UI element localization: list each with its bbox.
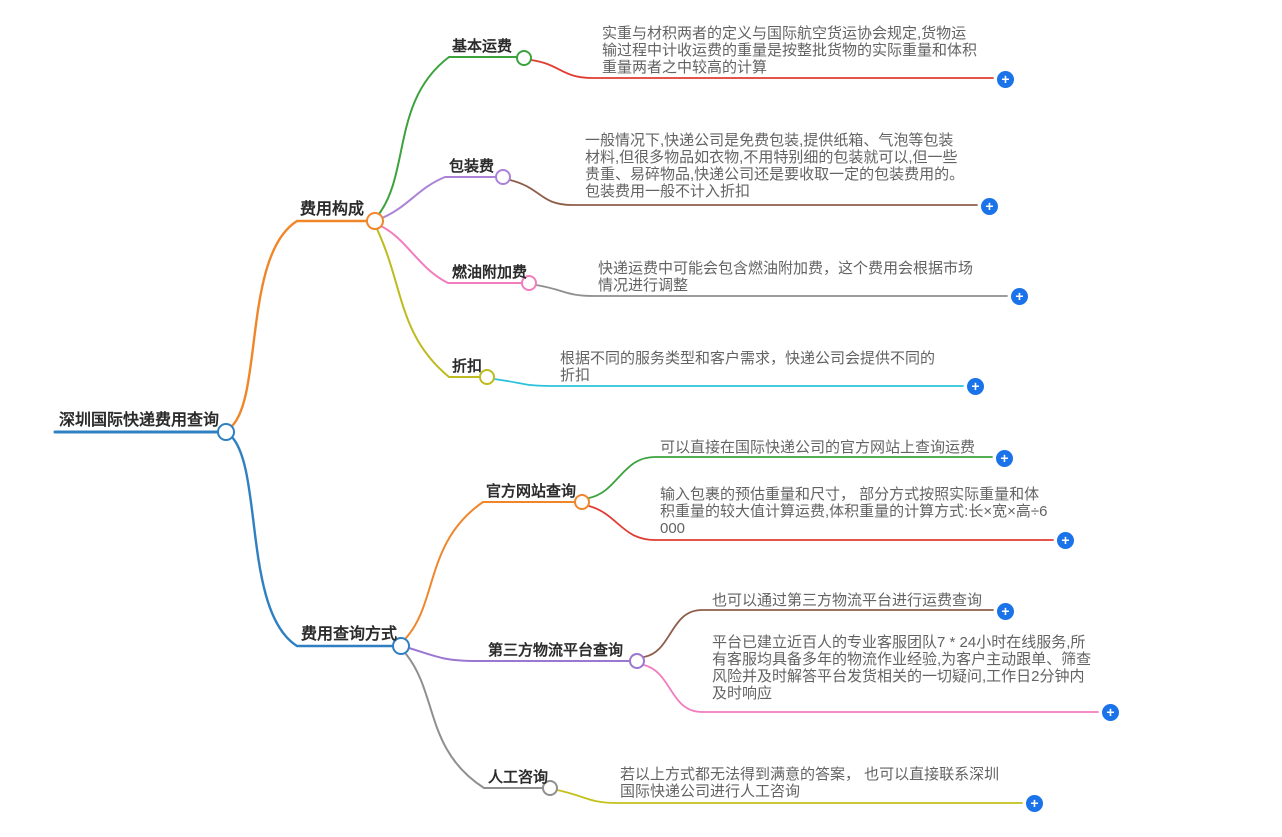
expand-button-third-party-1[interactable]: + bbox=[997, 603, 1014, 620]
connector-fuel-surcharge-note bbox=[535, 284, 1008, 297]
note-basic-freight-detail[interactable]: 实重与材积两者的定义与国际航空货运协会规定,货物运输过程中计收运费的重量是按整批… bbox=[602, 25, 978, 76]
handle-basic-freight[interactable] bbox=[516, 50, 532, 66]
topic-packaging-fee[interactable]: 包装费 bbox=[449, 158, 495, 175]
topic-fee-composition[interactable]: 费用构成 bbox=[300, 201, 365, 218]
handle-fuel-surcharge[interactable] bbox=[521, 275, 537, 291]
note-official-website-1[interactable]: 可以直接在国际快递公司的官方网站上查询运费 bbox=[660, 439, 976, 456]
expand-button-third-party-2[interactable]: + bbox=[1102, 704, 1119, 721]
handle-manual-consultation[interactable] bbox=[542, 780, 558, 796]
handle-fee-composition[interactable] bbox=[366, 212, 384, 230]
connector-discount bbox=[376, 228, 481, 378]
handle-packaging-fee[interactable] bbox=[495, 169, 511, 185]
handle-official-website-inquiry[interactable] bbox=[574, 494, 590, 510]
note-third-party-2[interactable]: 平台已建立近百人的专业客服团队7 * 24小时在线服务,所有客服均具备多年的物流… bbox=[712, 634, 1092, 702]
connector-basic-freight-note bbox=[530, 59, 994, 79]
topic-fee-inquiry-methods[interactable]: 费用查询方式 bbox=[301, 626, 398, 643]
expand-button-packaging-fee[interactable]: + bbox=[981, 198, 998, 215]
topic-root[interactable]: 深圳国际快递费用查询 bbox=[59, 412, 220, 429]
note-official-website-2[interactable]: 输入包裹的预估重量和尺寸， 部分方式按照实际重量和体积重量的较大值计算运费,体积… bbox=[660, 486, 1048, 537]
connector-official-website-inquiry bbox=[405, 501, 576, 639]
topic-third-party-platform-inquiry[interactable]: 第三方物流平台查询 bbox=[488, 642, 624, 659]
topic-discount[interactable]: 折扣 bbox=[452, 358, 483, 375]
topic-official-website-inquiry[interactable]: 官方网站查询 bbox=[486, 483, 577, 500]
connector-packaging-fee bbox=[381, 176, 497, 219]
handle-fee-inquiry-methods[interactable] bbox=[392, 637, 410, 655]
connector-official-website-note-2 bbox=[588, 505, 1054, 541]
connector-manual-consultation bbox=[405, 653, 544, 789]
note-packaging-fee-detail[interactable]: 一般情况下,快递公司是免费包装,提供纸箱、气泡等包装材料,但很多物品如衣物,不用… bbox=[585, 132, 965, 200]
note-third-party-1[interactable]: 也可以通过第三方物流平台进行运费查询 bbox=[712, 592, 983, 609]
connector-fee-inquiry-methods bbox=[229, 434, 395, 648]
handle-root[interactable] bbox=[217, 423, 235, 441]
connector-manual-consultation-note bbox=[556, 789, 1023, 804]
expand-button-discount[interactable]: + bbox=[967, 378, 984, 395]
connector-fuel-surcharge bbox=[380, 225, 523, 284]
connector-third-party-note-1 bbox=[643, 609, 994, 658]
connector-discount-note bbox=[493, 378, 964, 387]
expand-button-official-website-2[interactable]: + bbox=[1057, 532, 1074, 549]
note-manual-consultation-detail[interactable]: 若以上方式都无法得到满意的答案， 也可以直接联系深圳国际快递公司进行人工咨询 bbox=[620, 766, 1000, 800]
connector-third-party-platform-inquiry bbox=[408, 647, 631, 662]
note-fuel-surcharge-detail[interactable]: 快递运费中可能会包含燃油附加费，这个费用会根据市场情况进行调整 bbox=[598, 260, 974, 294]
expand-button-basic-freight[interactable]: + bbox=[997, 71, 1014, 88]
handle-third-party-platform-inquiry[interactable] bbox=[629, 653, 645, 669]
handle-discount[interactable] bbox=[479, 369, 495, 385]
expand-button-fuel-surcharge[interactable]: + bbox=[1011, 288, 1028, 305]
connector-official-website-note-1 bbox=[588, 456, 993, 499]
note-discount-detail[interactable]: 根据不同的服务类型和客户需求，快递公司会提供不同的折扣 bbox=[560, 350, 936, 384]
expand-button-official-website-1[interactable]: + bbox=[996, 450, 1013, 467]
topic-basic-freight[interactable]: 基本运费 bbox=[452, 38, 513, 55]
expand-button-manual-consultation[interactable]: + bbox=[1026, 795, 1043, 812]
connector-fee-composition bbox=[229, 219, 369, 429]
topic-fuel-surcharge[interactable]: 燃油附加费 bbox=[452, 264, 528, 281]
connector-packaging-fee-note bbox=[509, 179, 978, 206]
connector-third-party-note-2 bbox=[643, 664, 1099, 713]
topic-manual-consultation[interactable]: 人工咨询 bbox=[488, 769, 549, 786]
connector-basic-freight bbox=[378, 56, 518, 215]
